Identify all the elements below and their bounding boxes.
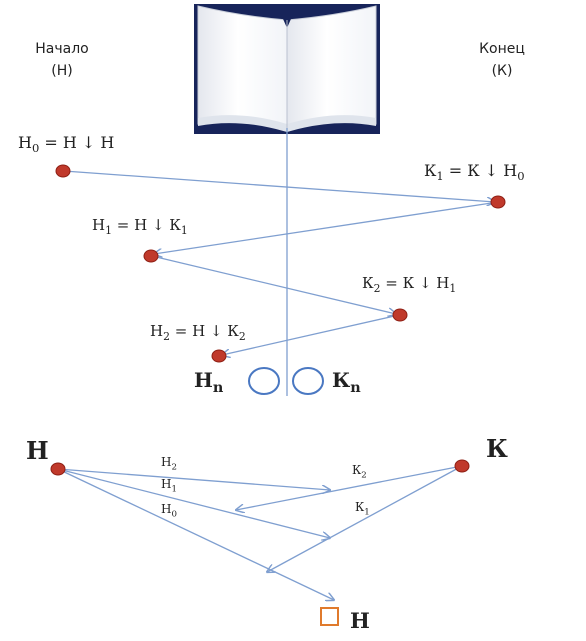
edge-label-h0: Н0 [161,502,177,520]
point-n0 [55,164,71,178]
arrow-n0-k1 [63,170,495,202]
formula-n1: Н1 = Н ↓ К1 [92,216,188,237]
end-short: (К) [491,63,513,79]
label-kn: Кn [332,368,361,396]
point-end [454,459,470,473]
end-caption: Конец (К) [462,38,542,82]
point-k1 [490,195,506,209]
edge-label-k2: К2 [352,463,367,481]
point-n2 [211,349,227,363]
label-nn: Нn [194,368,224,396]
formula-n0: Н0 = Н ↓ Н [18,133,115,156]
label-start: Н [26,436,49,465]
label-result: Н [350,608,370,633]
edge-label-h1: Н1 [161,477,177,495]
formula-n2: Н2 = Н ↓ К2 [150,322,246,343]
formula-k2: К2 = К ↓ Н1 [362,274,457,295]
arrow-k1-n1 [154,201,499,254]
point-n1 [143,249,159,263]
start-short: (Н) [51,63,73,79]
edge-h2 [57,468,330,490]
edge-label-h2: Н2 [161,455,177,473]
start-caption: Начало (Н) [22,38,102,82]
start-title: Начало [35,41,89,57]
edge-h0 [57,468,334,600]
edge-k1 [267,465,463,572]
result-box [320,607,339,626]
edge-k2 [236,465,463,510]
arrow-k2-n2 [222,314,400,355]
point-start [50,462,66,476]
edge-h1 [57,468,330,538]
label-end: К [486,434,508,463]
arrow-n1-k2 [151,255,396,314]
circle-kn [292,367,324,395]
book-icon [194,4,380,134]
edge-label-k1: К1 [355,500,370,518]
end-title: Конец [479,41,525,57]
circle-nn [248,367,280,395]
formula-k1: К1 = К ↓ Н0 [424,161,525,184]
point-k2 [392,308,408,322]
